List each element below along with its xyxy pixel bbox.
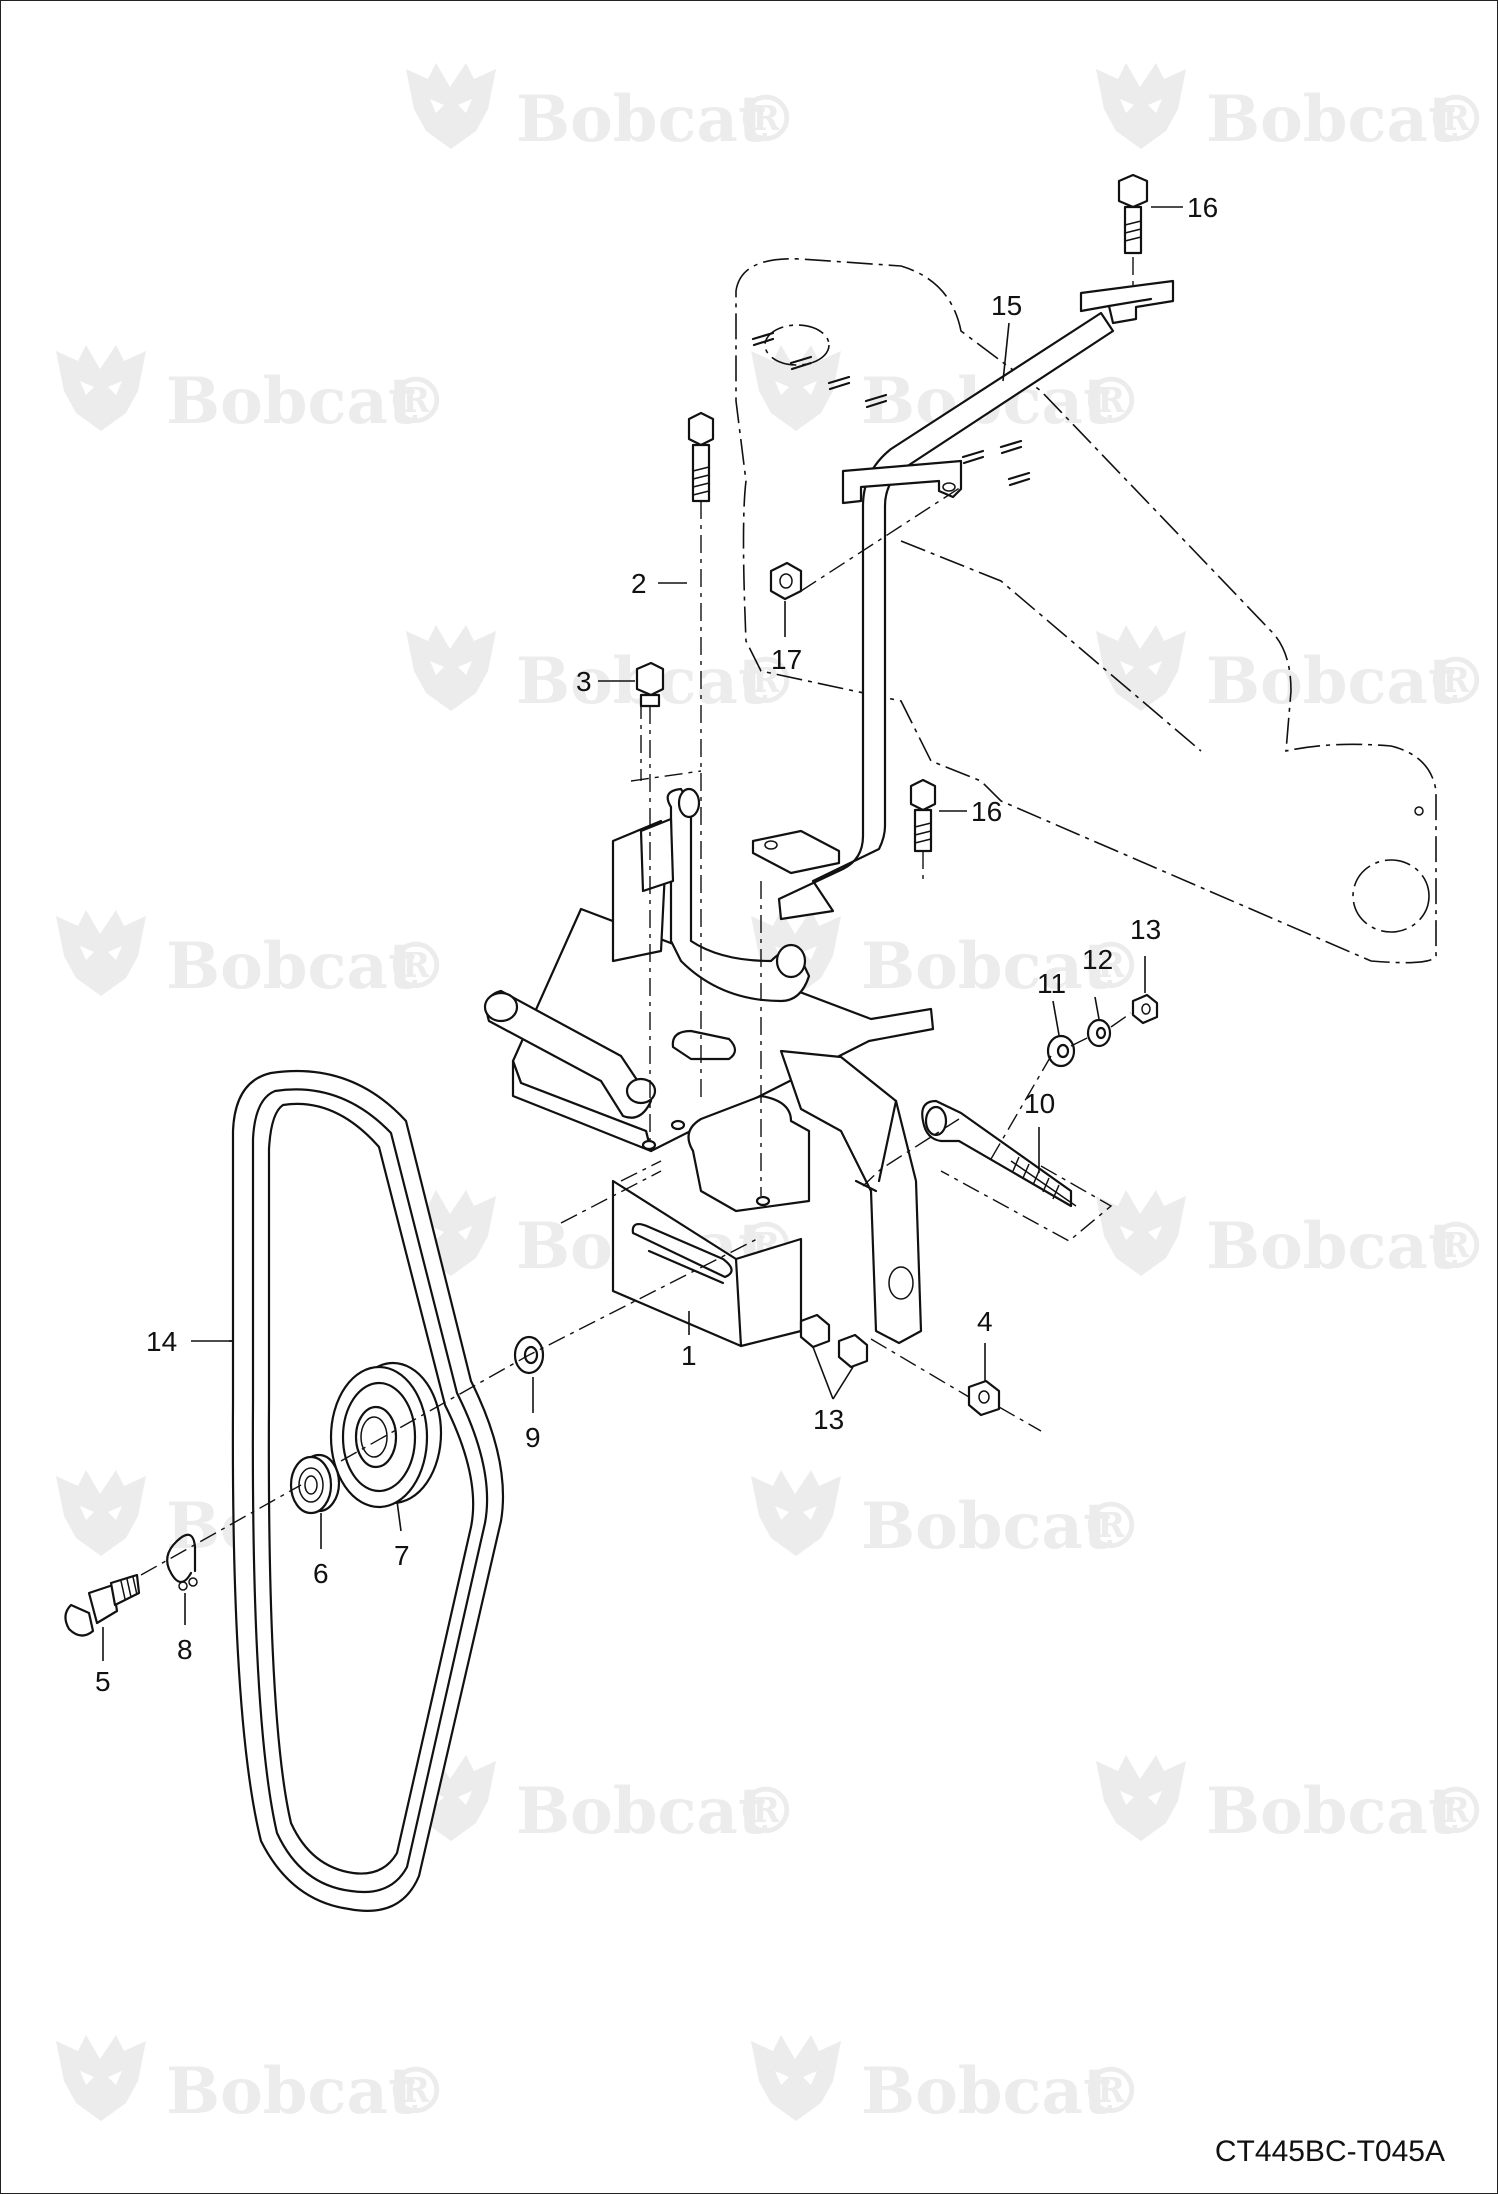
callout-7: 7 xyxy=(394,1540,410,1571)
callout-3: 3 xyxy=(576,666,592,697)
callout-16-upper: 16 xyxy=(1187,192,1218,223)
callout-4: 4 xyxy=(977,1306,993,1337)
engine-studs xyxy=(751,331,1031,487)
watermark-16: Bobcat® xyxy=(751,2035,1143,2129)
watermark-10: Bobcat® xyxy=(1096,1190,1488,1284)
part-13-nut-upper xyxy=(1131,993,1159,1025)
callout-10: 10 xyxy=(1024,1088,1055,1119)
watermark-3: Bobcat® xyxy=(56,345,448,439)
svg-text:®: ® xyxy=(1079,1489,1143,1564)
callout-numbers: 16 15 2 17 3 16 13 12 11 10 4 1 14 9 13 … xyxy=(95,192,1218,1697)
watermark-6: Bobcat® xyxy=(1096,625,1488,719)
watermark-13: Bobcat® xyxy=(406,1755,798,1849)
svg-text:®: ® xyxy=(734,644,798,719)
part-5-shaft-bolt xyxy=(64,1573,141,1637)
svg-text:®: ® xyxy=(1079,929,1143,1004)
svg-text:Bobcat: Bobcat xyxy=(166,364,418,439)
svg-text:®: ® xyxy=(1079,2054,1143,2129)
part-12-lock-washer xyxy=(1086,1018,1112,1048)
part-16-bolt-upper xyxy=(1117,173,1149,255)
callout-16-lower: 16 xyxy=(971,796,1002,827)
part-17-nut xyxy=(769,561,803,601)
callout-2: 2 xyxy=(631,568,647,599)
part-3-bolt xyxy=(635,661,665,708)
svg-text:®: ® xyxy=(1424,1209,1488,1284)
watermark-layer: Bobcat® Bobcat® Bobcat® Bobcat® Bobcat® … xyxy=(56,63,1488,2129)
phantom-engine-outline xyxy=(735,257,1437,964)
svg-text:Bobcat: Bobcat xyxy=(861,2054,1113,2129)
svg-text:Bobcat: Bobcat xyxy=(861,929,1113,1004)
part-6-bearing xyxy=(289,1453,341,1515)
callout-15: 15 xyxy=(991,290,1022,321)
watermark-2: Bobcat® xyxy=(1096,63,1488,157)
part-8-snap-ring xyxy=(166,1533,198,1591)
part-4-nut xyxy=(967,1379,1001,1417)
watermark-15: Bobcat® xyxy=(56,2035,448,2129)
drawing-code: CT445BC-T045A xyxy=(1215,2135,1445,2168)
svg-text:®: ® xyxy=(384,364,448,439)
center-lines xyxy=(140,257,1134,1576)
callout-11: 11 xyxy=(1037,968,1066,999)
svg-text:®: ® xyxy=(1079,364,1143,439)
part-7-pulley xyxy=(329,1361,443,1509)
callout-8: 8 xyxy=(177,1634,193,1665)
svg-text:®: ® xyxy=(734,1774,798,1849)
watermark-7: Bobcat® xyxy=(56,910,448,1004)
part-11-washer xyxy=(1046,1034,1076,1068)
part-2-bolt xyxy=(687,411,715,503)
callout-17: 17 xyxy=(771,644,802,675)
callout-5: 5 xyxy=(95,1666,111,1697)
callout-6: 6 xyxy=(313,1558,329,1589)
watermark-8: Bobcat® xyxy=(751,910,1143,1004)
svg-text:Bobcat: Bobcat xyxy=(516,1774,768,1849)
svg-text:®: ® xyxy=(384,2054,448,2129)
part-10-adjusting-bolt xyxy=(921,1099,1077,1208)
callout-leaders xyxy=(102,206,1183,1661)
callout-13-lower: 13 xyxy=(813,1404,844,1435)
svg-text:®: ® xyxy=(734,82,798,157)
callout-14: 14 xyxy=(146,1326,177,1357)
svg-text:®: ® xyxy=(384,929,448,1004)
svg-text:Bobcat: Bobcat xyxy=(1206,1209,1458,1284)
part-15-support-rod xyxy=(751,279,1175,921)
svg-text:®: ® xyxy=(1424,1774,1488,1849)
svg-text:®: ® xyxy=(1424,644,1488,719)
svg-text:Bobcat: Bobcat xyxy=(1206,1774,1458,1849)
callout-12: 12 xyxy=(1082,944,1113,975)
callout-1: 1 xyxy=(681,1340,697,1371)
watermark-5: Bobcat® xyxy=(406,625,798,719)
part-9-spacer xyxy=(513,1335,545,1375)
svg-text:Bobcat: Bobcat xyxy=(166,2054,418,2129)
svg-text:Bobcat: Bobcat xyxy=(166,929,418,1004)
part-1-idler-bracket xyxy=(483,787,935,1348)
watermark-1: Bobcat® xyxy=(406,63,798,157)
watermark-14: Bobcat® xyxy=(1096,1755,1488,1849)
svg-text:Bobcat: Bobcat xyxy=(861,1489,1113,1564)
part-13-nuts-lower xyxy=(799,1313,869,1369)
svg-text:Bobcat: Bobcat xyxy=(1206,82,1458,157)
svg-text:®: ® xyxy=(1424,82,1488,157)
part-16-bolt-lower xyxy=(909,778,937,853)
svg-text:Bobcat: Bobcat xyxy=(516,82,768,157)
callout-9: 9 xyxy=(525,1422,541,1453)
watermark-12: Bobcat® xyxy=(751,1470,1143,1564)
svg-text:Bobcat: Bobcat xyxy=(1206,644,1458,719)
callout-13-upper: 13 xyxy=(1130,914,1161,945)
